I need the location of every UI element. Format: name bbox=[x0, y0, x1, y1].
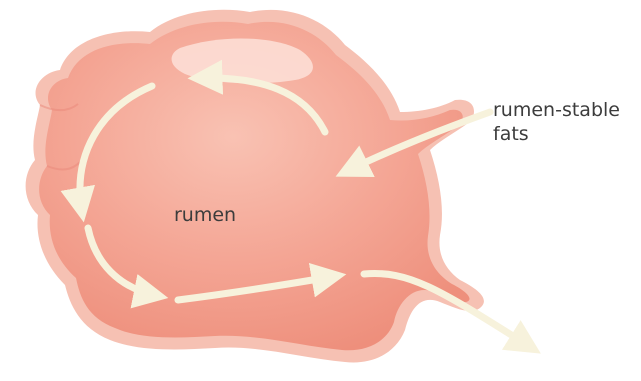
rumen-stable-fats-label: rumen-stable fats bbox=[493, 98, 633, 146]
fats-label-line2: fats bbox=[493, 122, 633, 146]
rumen-label: rumen bbox=[174, 203, 236, 227]
fats-label-line1: rumen-stable bbox=[493, 98, 633, 122]
